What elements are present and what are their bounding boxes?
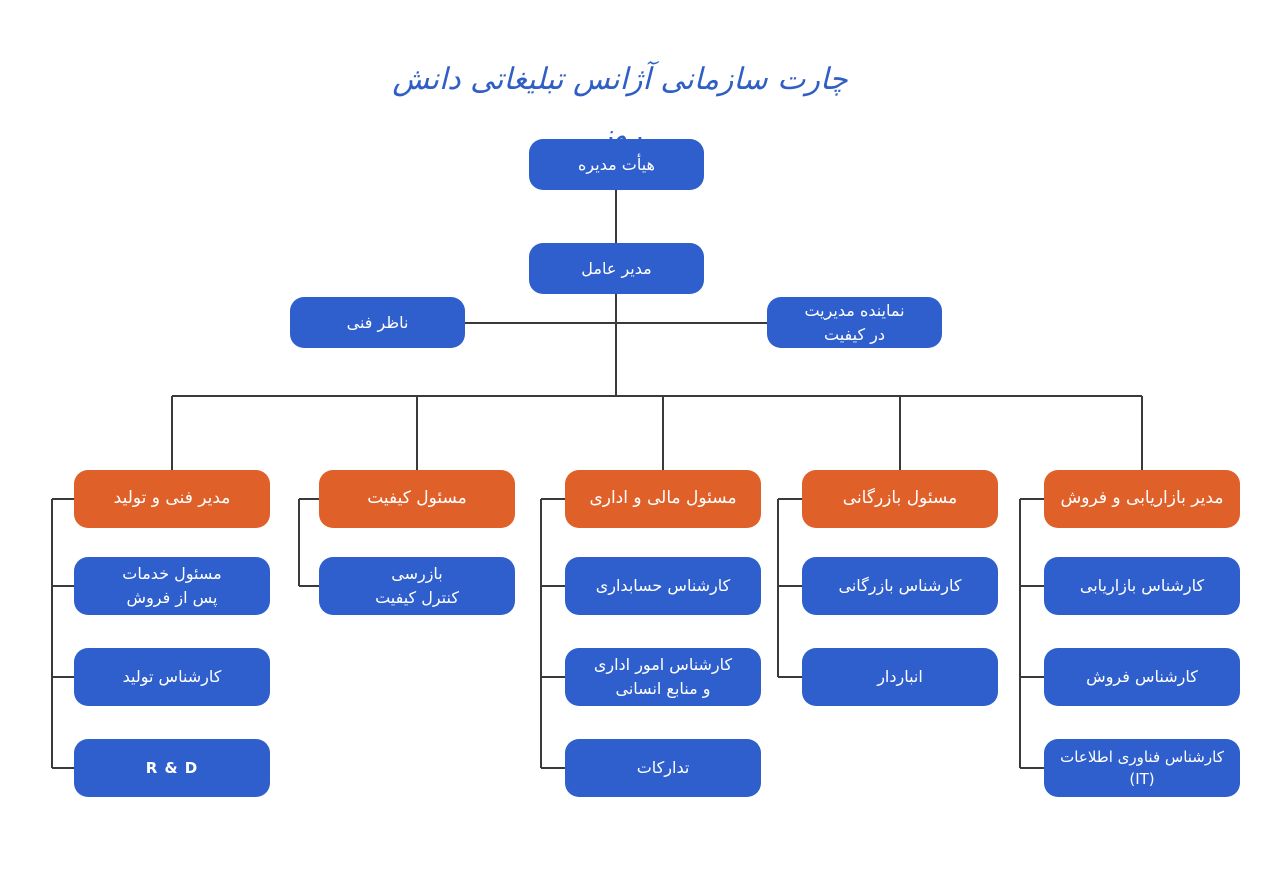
staff-commerce-expert: کارشناس بازرگانی	[802, 557, 998, 615]
staff-warehouse-keeper: انباردار	[802, 648, 998, 706]
dept-head-finance-admin: مسئول مالی و اداری	[565, 470, 761, 528]
staff-after-sales-service: مسئول خدمات پس از فروش	[74, 557, 270, 615]
staff-production-expert: کارشناس تولید	[74, 648, 270, 706]
quality-management-representative-node: نماینده مدیریت در کیفیت	[767, 297, 942, 348]
dept-head-quality: مسئول کیفیت	[319, 470, 515, 528]
staff-quality-inspection: بازرسی کنترل کیفیت	[319, 557, 515, 615]
staff-admin-hr-expert: کارشناس امور اداری و منابع انسانی	[565, 648, 761, 706]
chart-title: چارت سازمانی آژانس تبلیغاتی دانش روز	[392, 62, 848, 153]
staff-procurement: تدارکات	[565, 739, 761, 797]
staff-accounting-expert: کارشناس حسابداری	[565, 557, 761, 615]
ceo-node: مدیر عامل	[529, 243, 704, 294]
technical-supervisor-node: ناظر فنی	[290, 297, 465, 348]
staff-marketing-expert: کارشناس بازاریابی	[1044, 557, 1240, 615]
dept-head-technical-production: مدیر فنی و تولید	[74, 470, 270, 528]
dept-head-marketing-sales: مدیر بازاریابی و فروش	[1044, 470, 1240, 528]
board-of-directors-node: هیأت مدیره	[529, 139, 704, 190]
staff-it-expert: کارشناس فناوری اطلاعات (IT)	[1044, 739, 1240, 797]
staff-research-development: R & D	[74, 739, 270, 797]
dept-head-commerce: مسئول بازرگانی	[802, 470, 998, 528]
staff-sales-expert: کارشناس فروش	[1044, 648, 1240, 706]
